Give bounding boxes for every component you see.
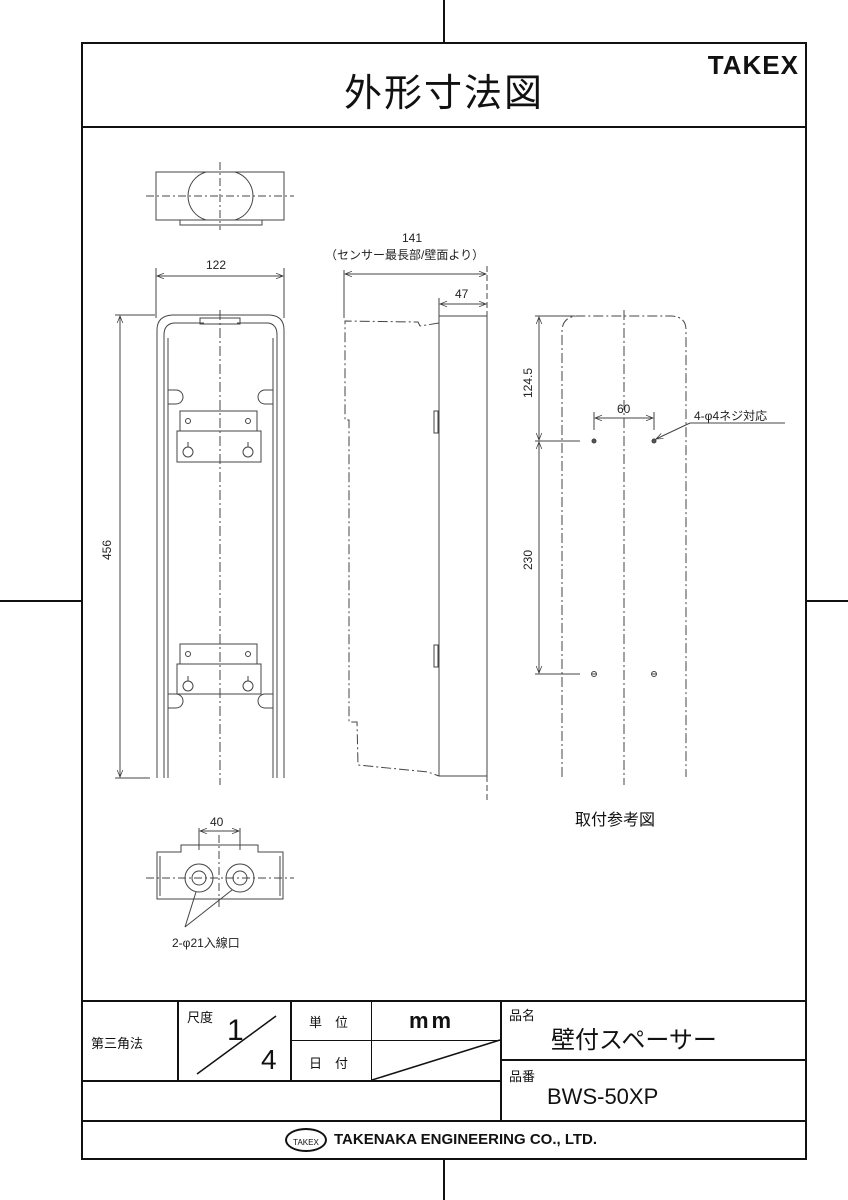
dim-height-456: 456: [100, 539, 114, 560]
date-label: 日 付: [309, 1057, 349, 1072]
dim-top-offset-124-5: 124.5: [521, 367, 535, 398]
front-view: [156, 310, 285, 785]
product-code: BWS-50XP: [547, 1084, 659, 1109]
unit-value: mm: [409, 1008, 455, 1033]
dim-vertical-230: 230: [521, 549, 535, 570]
title-row: 外形寸法図 TAKEX: [83, 44, 805, 128]
company-logo-text: TAKEX: [293, 1138, 319, 1147]
company-name: TAKENAKA ENGINEERING CO., LTD.: [334, 1131, 598, 1148]
dim-width-122: 122: [206, 258, 227, 272]
company-logo: TAKEX: [285, 1128, 327, 1152]
inlet-note: 2-φ21入線口: [172, 936, 240, 950]
product-name: 壁付スペーサー: [551, 1026, 717, 1054]
title-block: 第三角法 尺度 1 4 単 位 mm 日 付 品名 壁付スペーサー 品番 BWS…: [81, 1000, 807, 1160]
projection-method: 第三角法: [91, 1037, 144, 1052]
dim-depth-141: 141: [402, 231, 423, 245]
bottom-view: [146, 827, 294, 928]
dim-hole-spacing-60: 60: [617, 402, 631, 416]
side-view: [344, 315, 488, 800]
top-view: [146, 162, 294, 230]
registration-mark-right: [807, 600, 848, 602]
brand-logo: TAKEX: [707, 50, 799, 80]
dim-depth-note: （センサー最長部/壁面より）: [325, 248, 485, 262]
registration-mark-left: [0, 600, 81, 602]
mounting-caption: 取付参考図: [575, 812, 656, 829]
dim-body-47: 47: [455, 287, 469, 301]
unit-label: 単 位: [309, 1016, 349, 1031]
scale-label: 尺度: [187, 1011, 214, 1026]
scale-numerator: 1: [227, 1014, 244, 1047]
drawing-sheet: 外形寸法図 TAKEX: [81, 42, 807, 1160]
screw-note: 4-φ4ネジ対応: [694, 409, 768, 423]
product-code-label: 品番: [509, 1070, 536, 1085]
dim-inlet-spacing-40: 40: [210, 815, 224, 829]
page-title: 外形寸法図: [343, 71, 544, 115]
registration-mark-top: [443, 0, 445, 42]
mounting-reference-view: [561, 310, 687, 785]
product-name-label: 品名: [509, 1009, 536, 1024]
scale-denominator: 4: [261, 1044, 277, 1075]
registration-mark-bottom: [443, 1160, 445, 1200]
